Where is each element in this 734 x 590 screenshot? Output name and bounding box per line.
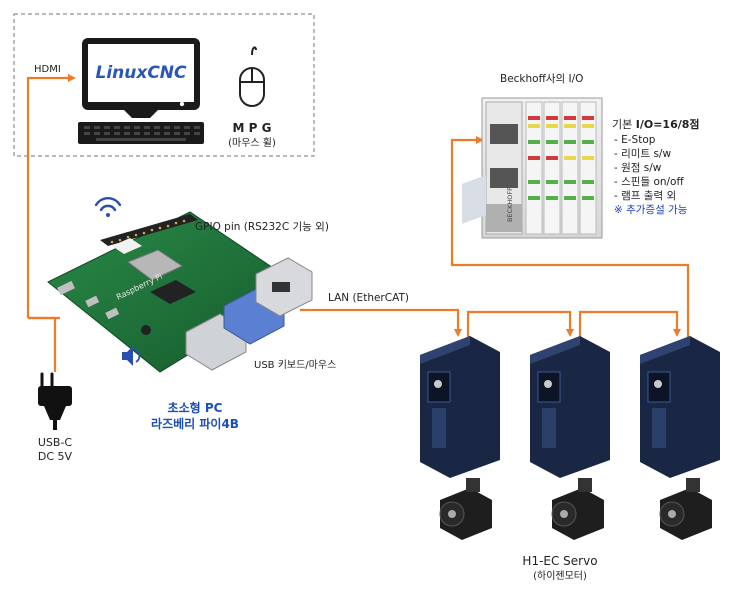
io-item-spindle: - 스핀들 on/off	[614, 176, 684, 188]
io-heading: 기본 I/O=16/8점	[612, 117, 700, 131]
lan-line	[300, 308, 462, 337]
mouse-icon	[239, 46, 265, 107]
io-heading-value: I/O=16/8점	[636, 117, 700, 131]
io-item-limit: - 리미트 s/w	[614, 148, 671, 160]
servo-motor-3	[659, 478, 712, 540]
speaker-icon	[122, 346, 141, 366]
pc-label-line2: 라즈베리 파이4B	[151, 416, 239, 431]
power-line	[28, 316, 57, 372]
raspberry-pi-board: Raspberry Pi	[47, 211, 313, 373]
servo-chain-2	[578, 310, 681, 345]
usb-keyboard-label: USB 키보드/마우스	[254, 359, 336, 371]
pc-label-line1: 초소형 PC	[168, 400, 223, 415]
hdmi-line	[26, 74, 76, 318]
hdmi-label: HDMI	[34, 64, 61, 75]
display-group-frame	[13, 13, 315, 157]
servo-title: H1-EC Servo	[522, 554, 597, 568]
servo-drive-3	[640, 336, 720, 478]
power-label-line2: DC 5V	[38, 450, 73, 463]
io-heading-prefix: 기본	[612, 118, 636, 131]
lan-label: LAN (EtherCAT)	[328, 292, 409, 304]
servo-drive-1	[420, 175, 500, 478]
power-label-line1: USB-C	[38, 436, 73, 449]
io-line	[450, 136, 690, 345]
servo-drive-2	[530, 336, 610, 478]
io-item-estop: - E-Stop	[614, 134, 656, 146]
gpio-label: GPIO pin (RS232C 기능 외)	[195, 221, 329, 233]
monitor-brand: LinuxCNC	[95, 63, 187, 83]
mpg-subtitle: (마우스 휠)	[228, 136, 276, 149]
wifi-icon	[94, 197, 122, 217]
servo-motor-2	[551, 478, 604, 540]
connector-lines	[26, 74, 690, 372]
mpg-title: M P G	[233, 121, 272, 135]
monitor-icon	[78, 38, 204, 144]
io-item-lamp: - 램프 출력 외	[614, 190, 676, 202]
servo-title-text: H1-EC Servo	[522, 554, 597, 568]
beckhoff-io-module: BECKHOFF	[481, 97, 603, 239]
io-note: ※ 추가증설 가능	[614, 204, 688, 216]
io-item-home: - 원점 s/w	[614, 162, 662, 174]
servo-subtitle: (하이젠모터)	[533, 569, 587, 582]
beckhoff-module-brand: BECKHOFF	[506, 187, 514, 222]
plug-icon	[38, 372, 72, 430]
beckhoff-title: Beckhoff사의 I/O	[500, 73, 583, 85]
servo-motor-1	[439, 478, 492, 540]
servo-chain-1	[466, 310, 574, 345]
